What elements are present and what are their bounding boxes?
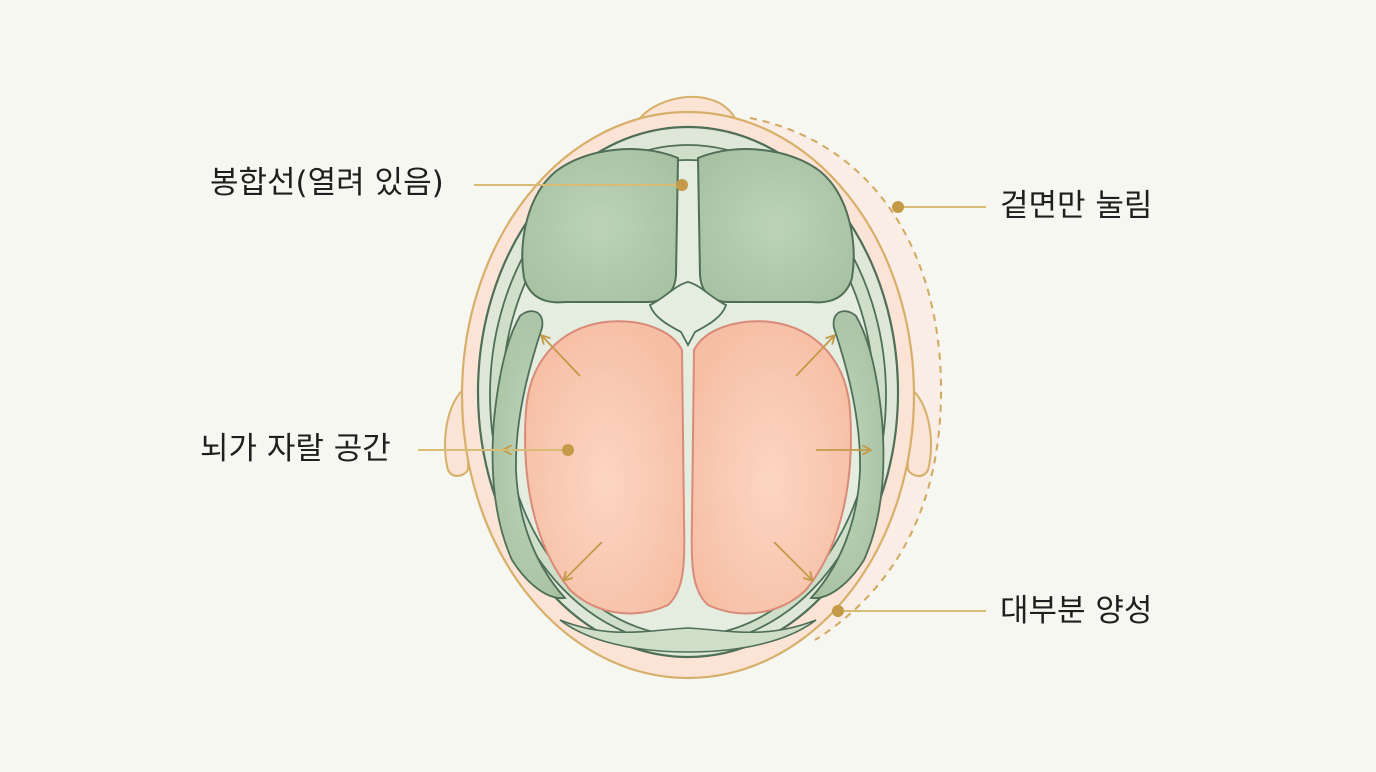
surface-only-label: 겉면만 눌림 xyxy=(1000,191,1152,222)
leader-benign-dot xyxy=(832,605,844,617)
leader-space-dot xyxy=(562,444,574,456)
suture-label: 봉합선(열려 있음) xyxy=(210,168,444,199)
leader-surface-dot xyxy=(892,201,904,213)
brain-space-label: 뇌가 자랄 공간 xyxy=(200,434,391,465)
leader-suture-dot xyxy=(676,179,688,191)
mostly-benign-label: 대부분 양성 xyxy=(1000,596,1152,627)
left-frontal-bone xyxy=(522,149,678,302)
